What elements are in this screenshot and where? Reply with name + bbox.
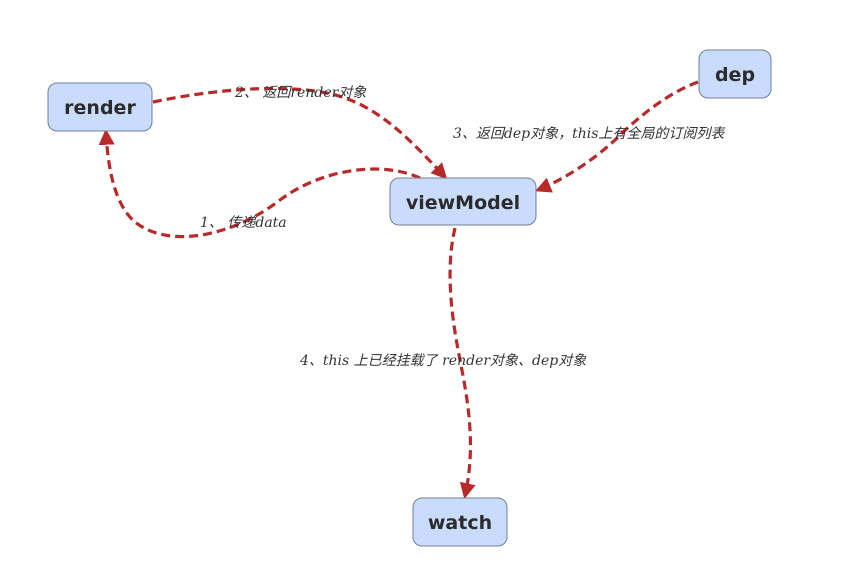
edge-dep-to-viewmodel xyxy=(535,80,699,193)
node-dep: dep xyxy=(698,49,772,99)
node-viewmodel-label: viewModel xyxy=(406,192,520,214)
node-watch: watch xyxy=(412,497,508,547)
edge-label-2: 2、 返回render对象 xyxy=(234,85,367,101)
edge-label-3: 3、返回dep对象，this上有全局的订阅列表 xyxy=(453,126,726,142)
node-watch-label: watch xyxy=(428,512,492,534)
node-dep-label: dep xyxy=(715,64,755,86)
node-viewmodel: viewModel xyxy=(389,177,537,226)
edge-label-1: 1、 传递data xyxy=(200,215,287,231)
edge-render-to-viewmodel xyxy=(152,86,448,180)
node-render-label: render xyxy=(64,97,136,119)
edge-viewmodel-to-watch xyxy=(448,227,476,500)
edge-label-4: 4、this 上已经挂载了 render对象、dep对象 xyxy=(299,353,587,369)
node-render: render xyxy=(47,82,153,132)
edge-viewmodel-to-render xyxy=(98,128,421,239)
